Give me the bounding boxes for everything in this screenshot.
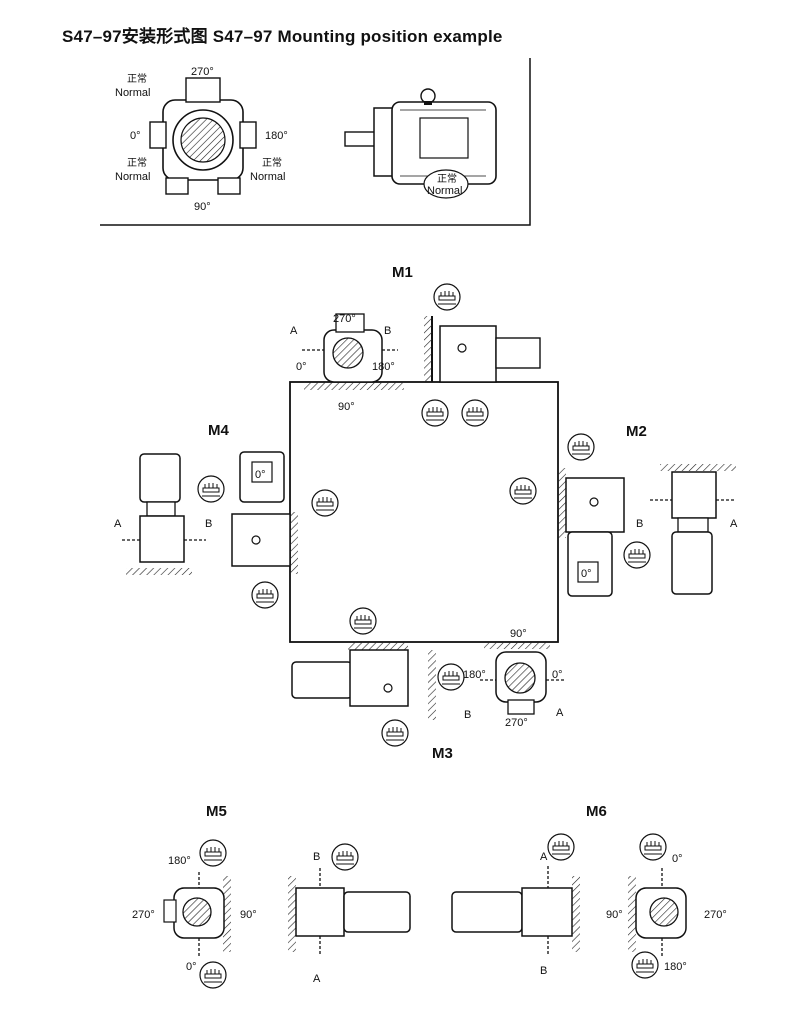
label-m6: M6 <box>586 803 607 820</box>
m1-label-180: 180° <box>372 361 395 373</box>
legend-motor-side-view <box>344 88 497 199</box>
position-m2 <box>509 433 736 597</box>
m4-label-a: A <box>114 518 122 530</box>
legend-motor-normal-cn: 正常 <box>437 172 457 185</box>
label-m4: M4 <box>208 422 229 439</box>
m2-label-a: A <box>730 518 738 530</box>
m4-label-b: B <box>205 518 212 530</box>
m6-label-b: B <box>540 965 547 977</box>
m6-label-0: 0° <box>672 853 683 865</box>
m5-label-270: 270° <box>132 909 155 921</box>
position-m1 <box>302 283 541 427</box>
m1-label-0: 0° <box>296 361 307 373</box>
m1-label-a: A <box>290 325 298 337</box>
label-m5: M5 <box>206 803 227 820</box>
m6-label-a: A <box>540 851 548 863</box>
m3-label-270: 270° <box>505 717 528 729</box>
m3-label-b: B <box>464 709 471 721</box>
legend-normal-cn-2: 正常 <box>127 156 147 169</box>
legend-label-90: 90° <box>194 201 211 213</box>
legend-normal-en-1: Normal <box>115 87 150 99</box>
m3-label-180: 180° <box>463 669 486 681</box>
m5-label-90: 90° <box>240 909 257 921</box>
m5-label-0: 0° <box>186 961 197 973</box>
m6-label-90: 90° <box>606 909 623 921</box>
m6-label-270: 270° <box>704 909 727 921</box>
legend-motor-normal-en: Normal <box>427 185 462 197</box>
legend-label-180: 180° <box>265 130 288 142</box>
label-m2: M2 <box>626 423 647 440</box>
legend-gearbox-end-view <box>149 77 257 195</box>
position-m4 <box>122 451 339 609</box>
page-title: S47–97安装形式图 S47–97 Mounting position exa… <box>62 27 503 46</box>
m5-label-180: 180° <box>168 855 191 867</box>
m6-label-180: 180° <box>664 961 687 973</box>
m4-motor-label-0: 0° <box>255 469 266 481</box>
m2-label-b: B <box>636 518 643 530</box>
m3-label-a: A <box>556 707 564 719</box>
m1-label-b: B <box>384 325 391 337</box>
legend-normal-en-2: Normal <box>115 171 150 183</box>
m5-label-a: A <box>313 973 321 985</box>
legend-normal-cn-3: 正常 <box>262 156 282 169</box>
legend-normal-cn-1: 正常 <box>127 72 147 85</box>
m3-label-90: 90° <box>510 628 527 640</box>
label-m3: M3 <box>432 745 453 762</box>
position-m5 <box>163 839 411 989</box>
m2-motor-label-0: 0° <box>581 568 592 580</box>
m3-label-0: 0° <box>552 669 563 681</box>
m1-label-270: 270° <box>333 313 356 325</box>
legend-label-270: 270° <box>191 66 214 78</box>
legend-label-0: 0° <box>130 130 141 142</box>
position-m3 <box>291 607 566 747</box>
legend-section: 270° 0° 180° 90° 正常 Normal 正常 Normal 正常 … <box>100 58 531 226</box>
m5-label-b: B <box>313 851 320 863</box>
legend-normal-en-3: Normal <box>250 171 285 183</box>
position-m6 <box>451 833 687 979</box>
m1-label-90: 90° <box>338 401 355 413</box>
label-m1: M1 <box>392 264 413 281</box>
